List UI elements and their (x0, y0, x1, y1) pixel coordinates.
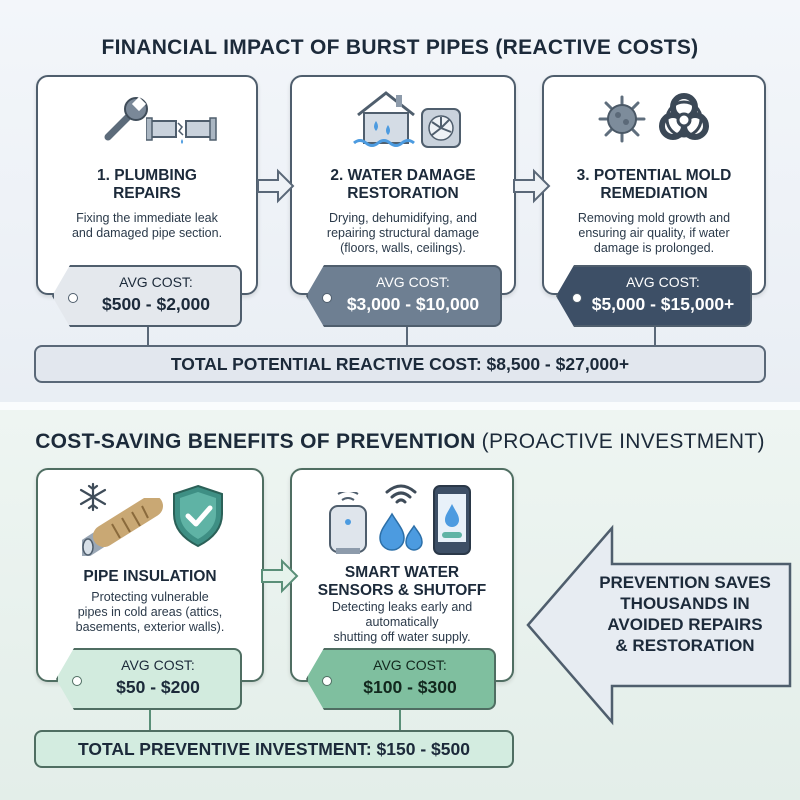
callout-line3: AVOIDED REPAIRS (607, 615, 763, 634)
mold-remediation-card: 3. POTENTIAL MOLD REMEDIATION Removing m… (542, 75, 766, 295)
prevention-title-light: (PROACTIVE INVESTMENT) (475, 430, 765, 453)
card-desc-line2: automatically (365, 615, 439, 629)
card-title-line2: REPAIRS (113, 185, 181, 202)
cost-label: AVG COST: (119, 274, 193, 290)
mold-cost-tag: AVG COST: $5,000 - $15,000+ (556, 265, 752, 327)
water-drops-icon (378, 512, 426, 563)
flow-arrow-2-icon (513, 168, 551, 204)
card-desc-line3: (floors, walls, ceilings). (340, 241, 466, 255)
reactive-section-title: FINANCIAL IMPACT OF BURST PIPES (REACTIV… (101, 36, 699, 59)
prevention-section-title: COST-SAVING BENEFITS OF PREVENTION (PROA… (0, 430, 800, 454)
callout-line1: PREVENTION SAVES (599, 573, 771, 592)
cost-value: $50 - $200 (116, 677, 200, 697)
cost-value: $100 - $300 (363, 677, 457, 697)
mold-spore-icon (596, 93, 648, 150)
card-desc-line3: damage is prolonged. (593, 241, 715, 255)
prevention-savings-callout: PREVENTION SAVES THOUSANDS IN AVOIDED RE… (522, 520, 794, 730)
card-title-line1: 3. POTENTIAL MOLD (576, 167, 732, 184)
biohazard-icon (656, 91, 712, 152)
smart-sensors-card: SMART WATER SENSORS & SHUTOFF Detecting … (290, 468, 514, 682)
card-desc-line2: pipes in cold areas (attics, (77, 605, 223, 619)
insulated-pipe-icon (77, 495, 178, 561)
insulation-cost-tag: AVG COST: $50 - $200 (56, 648, 242, 710)
cost-value: $5,000 - $15,000+ (591, 294, 735, 314)
plumbing-repairs-card: 1. PLUMBING REPAIRS Fixing the immediate… (36, 75, 258, 295)
card-title-line1: SMART WATER (344, 564, 460, 581)
wrench-icon (98, 91, 154, 152)
preventive-total-bar: TOTAL PREVENTIVE INVESTMENT: $150 - $500 (34, 730, 514, 768)
card-desc-line3: shutting off water supply. (333, 630, 471, 644)
card-title-line1: PIPE INSULATION (83, 568, 217, 585)
prevention-title-bold: COST-SAVING BENEFITS OF PREVENTION (35, 430, 476, 453)
card-desc-line2: ensuring air quality, if water (578, 226, 730, 240)
broken-pipe-icon (145, 113, 218, 150)
water-damage-card: 2. WATER DAMAGE RESTORATION Drying, dehu… (290, 75, 516, 295)
card-title-line1: 1. PLUMBING (97, 167, 197, 184)
smart-sensor-icon (326, 490, 370, 563)
card-desc-line2: repairing structural damage (326, 226, 480, 240)
snowflake-icon (78, 482, 108, 517)
cost-label: AVG COST: (376, 274, 450, 290)
flow-arrow-1-icon (257, 168, 295, 204)
card-desc-line1: Detecting leaks early and (331, 600, 473, 614)
dehumidifier-fan-icon (420, 107, 462, 154)
smart-sensors-cost-tag: AVG COST: $100 - $300 (306, 648, 496, 710)
card-title-line1: 2. WATER DAMAGE (330, 167, 476, 184)
callout-line2: THOUSANDS IN (620, 594, 750, 613)
card-desc-line2: and damaged pipe section. (71, 226, 223, 240)
card-title-line2: REMEDIATION (600, 185, 708, 202)
shield-check-icon (170, 484, 226, 553)
card-title-line2: RESTORATION (347, 185, 459, 202)
card-desc-line1: Protecting vulnerable (91, 590, 209, 604)
reactive-total-bar: TOTAL POTENTIAL REACTIVE COST: $8,500 - … (34, 345, 766, 383)
smartphone-icon (432, 484, 472, 561)
water-damage-cost-tag: AVG COST: $3,000 - $10,000 (306, 265, 502, 327)
cost-label: AVG COST: (373, 657, 447, 673)
callout-line4: & RESTORATION (615, 636, 755, 655)
flooded-house-icon (352, 85, 420, 156)
cost-label: AVG COST: (626, 274, 700, 290)
cost-value: $3,000 - $10,000 (346, 294, 480, 314)
card-desc-line3: basements, exterior walls). (75, 620, 225, 634)
cost-value: $500 - $2,000 (101, 294, 210, 314)
cost-label: AVG COST: (121, 657, 195, 673)
section-divider (0, 402, 800, 410)
big-left-arrow-icon (526, 524, 792, 726)
wifi-icon (384, 482, 418, 513)
card-desc-line1: Fixing the immediate leak (76, 211, 218, 225)
card-desc-line1: Removing mold growth and (577, 211, 731, 225)
reactive-connector-lines (147, 326, 656, 345)
flow-arrow-3-icon (261, 558, 299, 594)
card-desc-line1: Drying, dehumidifying, and (329, 211, 477, 225)
plumbing-cost-tag: AVG COST: $500 - $2,000 (52, 265, 242, 327)
card-title-line2: SENSORS & SHUTOFF (317, 582, 487, 599)
